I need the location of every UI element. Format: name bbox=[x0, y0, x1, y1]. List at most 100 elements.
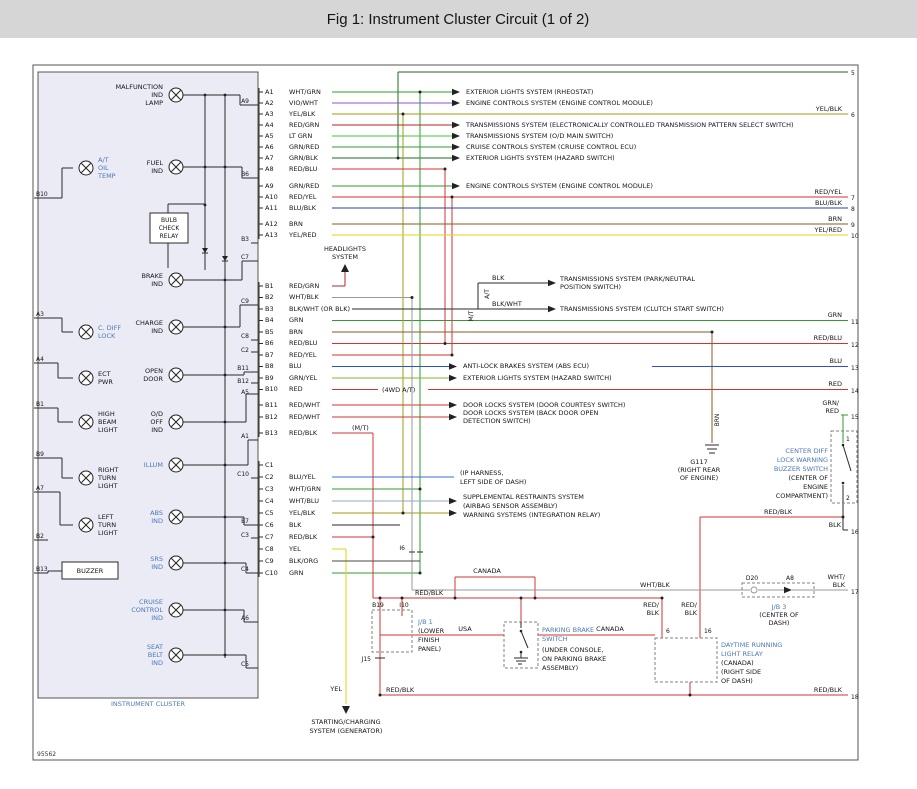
jb1-location: PANEL) bbox=[418, 645, 441, 653]
right-turn-label: LIGHT bbox=[98, 482, 117, 490]
left-turn-label: TURN bbox=[97, 521, 116, 529]
cluster-pin: A9 bbox=[241, 98, 249, 105]
wire-color: BRN bbox=[289, 220, 303, 228]
jb1-name: J/B 1 bbox=[417, 618, 433, 626]
inline-connector-i6: I6 bbox=[399, 545, 423, 553]
cluster-pin: B7 bbox=[241, 518, 249, 525]
generator-branch: YEL RED/BLK STARTING/CHARGING SYSTEM (GE… bbox=[310, 685, 415, 735]
wire-color: YEL bbox=[288, 545, 301, 553]
fuel-label: IND bbox=[151, 167, 163, 175]
pin-label: A6 bbox=[265, 143, 274, 151]
pin-label: A12 bbox=[265, 220, 278, 228]
cluster-pin: C3 bbox=[241, 532, 249, 539]
cluster-pin: B11 bbox=[237, 365, 249, 372]
edge-tag: 18 bbox=[851, 694, 859, 701]
wire-color: YEL/RED bbox=[288, 231, 317, 239]
right-turn-lamp-icon bbox=[78, 470, 94, 486]
high-beam-label: HIGH bbox=[98, 410, 115, 418]
srs-lamp-icon bbox=[168, 555, 184, 571]
at-oil-temp-label: OIL bbox=[98, 164, 109, 172]
wire-color: GRN/RED bbox=[289, 182, 319, 190]
edge-wire-label: RED/BLK bbox=[814, 686, 843, 694]
bulb-check-relay-label: BULB bbox=[161, 217, 177, 224]
edge-wire-label: RED bbox=[828, 380, 842, 388]
malfunction-label: MALFUNCTION bbox=[116, 83, 164, 91]
diode-icon bbox=[202, 248, 208, 253]
pin-label: B4 bbox=[265, 316, 274, 324]
jb1-location: (LOWER bbox=[418, 627, 445, 635]
ground-location: (RIGHT REAR bbox=[678, 466, 721, 474]
left-turn-label: LEFT bbox=[98, 513, 113, 521]
edge-wire-label: BRN bbox=[828, 215, 842, 223]
pin-label: C3 bbox=[265, 485, 274, 493]
destination: CRUISE CONTROLS SYSTEM (CRUISE CONTROL E… bbox=[466, 143, 636, 151]
wire-color: RED bbox=[289, 385, 303, 393]
seat-belt-label: SEAT bbox=[147, 643, 163, 651]
switch-name: LOCK WARNING bbox=[777, 456, 828, 464]
pin-label: B6 bbox=[265, 339, 274, 347]
destination: (AIRBAG SENSOR ASSEMBLY) bbox=[463, 502, 557, 510]
edge-wire-label: YEL/BLK bbox=[815, 105, 843, 113]
cluster-label: INSTRUMENT CLUSTER bbox=[111, 700, 186, 708]
region-label: CANADA bbox=[596, 625, 624, 633]
high-beam-label: BEAM bbox=[98, 418, 117, 426]
jb3-name: J/B 3 bbox=[771, 603, 787, 611]
ground-name: G117 bbox=[690, 458, 707, 466]
pin-label: A3 bbox=[265, 110, 274, 118]
wire-color: RED/WHT bbox=[289, 401, 320, 409]
destination: TRANSMISSIONS SYSTEM (PARK/NEUTRAL bbox=[559, 275, 695, 283]
c-diff-lock-label: LOCK bbox=[98, 332, 116, 340]
cluster-pin: A1 bbox=[241, 433, 249, 440]
pin-label: C10 bbox=[265, 569, 278, 577]
wire-color: RED/BLK bbox=[289, 533, 318, 541]
brake-lamp-icon bbox=[168, 272, 184, 288]
at-oil-temp-lamp-icon bbox=[78, 160, 94, 176]
pin-label: B8 bbox=[265, 362, 274, 370]
parking-brake-switch: PARKING BRAKE SWITCH (UNDER CONSOLE, ON … bbox=[503, 621, 606, 672]
cluster-pin: A7 bbox=[36, 485, 44, 492]
buzzer-box bbox=[61, 561, 119, 580]
switch-name: BUZZER SWITCH bbox=[774, 465, 828, 473]
pin-label: B3 bbox=[265, 305, 274, 313]
switch-pin: 2 bbox=[846, 495, 850, 502]
pin-label: A7 bbox=[265, 154, 274, 162]
srs-label: SRS bbox=[150, 555, 163, 563]
pin-label: C4 bbox=[265, 497, 274, 505]
destination: DETECTION SWITCH) bbox=[463, 417, 531, 425]
wire-color: RED/BLK bbox=[415, 589, 444, 597]
wire-color: WHT/BLK bbox=[640, 581, 671, 589]
wire-color: BLU/BLK bbox=[289, 204, 317, 212]
right-turn-label: RIGHT bbox=[98, 466, 118, 474]
ect-pwr-lamp-icon bbox=[78, 370, 94, 386]
edge-tag: 13 bbox=[851, 365, 859, 372]
connector-id: I10 bbox=[399, 602, 409, 609]
down-arrow-icon bbox=[342, 706, 350, 714]
wire-tag: 16 bbox=[704, 628, 712, 635]
cluster-pin: C2 bbox=[241, 347, 249, 354]
seat-belt-label: BELT bbox=[148, 651, 163, 659]
pin-label: A9 bbox=[265, 182, 274, 190]
relay-name: DAYTIME RUNNING bbox=[721, 641, 782, 649]
right-turn-label: TURN bbox=[97, 474, 116, 482]
switch-location: ON PARKING BRAKE bbox=[542, 655, 606, 663]
seat-belt-label: IND bbox=[151, 659, 163, 667]
cluster-pin: B10 bbox=[36, 191, 48, 198]
destination: SUPPLEMENTAL RESTRAINTS SYSTEM bbox=[463, 493, 584, 501]
edge-tag: 6 bbox=[851, 112, 855, 119]
wire-color: BLK/ORG bbox=[289, 557, 318, 565]
cluster-pin: B13 bbox=[36, 566, 48, 573]
diagram-frame: 95562 bbox=[32, 64, 859, 761]
wire-color: BLK bbox=[685, 609, 698, 617]
drawing-number: 95562 bbox=[37, 751, 56, 758]
at-oil-temp-label: A/T bbox=[98, 156, 109, 164]
wire-color: WHT/GRN bbox=[289, 88, 321, 96]
trans-type-tag: M/T bbox=[468, 310, 475, 321]
relay-location: (RIGHT SIDE bbox=[721, 668, 761, 676]
jb1-location: FINISH bbox=[418, 636, 440, 644]
switch-name: PARKING BRAKE bbox=[542, 626, 594, 634]
destination: EXTERIOR LIGHTS SYSTEM (HAZARD SWITCH) bbox=[466, 154, 615, 162]
pin-label: B12 bbox=[265, 413, 278, 421]
wire-color: RED/BLU bbox=[289, 165, 318, 173]
pin-label: A10 bbox=[265, 193, 278, 201]
